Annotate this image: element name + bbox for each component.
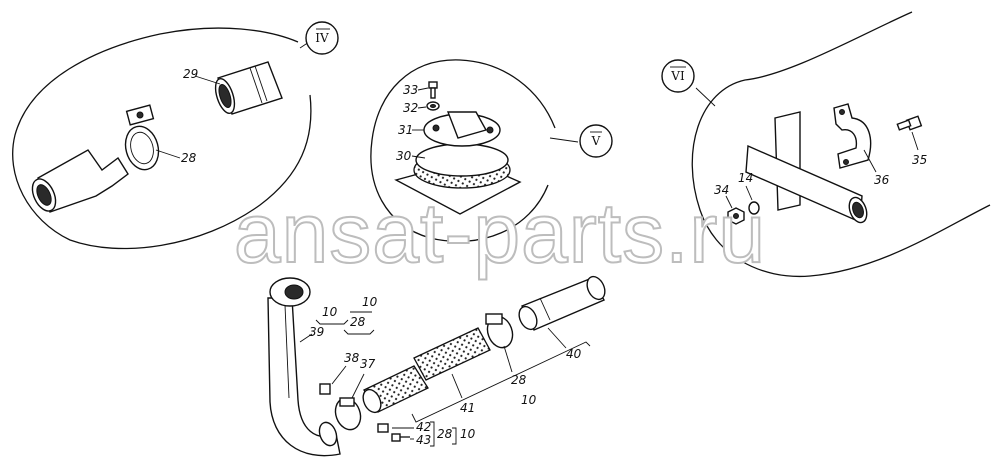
callout-40: 40 [566,347,582,361]
part-38-nut [319,383,331,395]
callout-10d: 10 [460,427,476,441]
leader-39 [299,333,313,343]
part-39-bent-pipe [267,277,341,457]
callout-31: 31 [398,123,413,137]
callout-10b: 10 [362,295,378,309]
leader-35 [911,131,919,151]
part-43-bolt [391,433,410,442]
view-vi-label: VI [670,69,685,83]
bracket-10c [411,341,591,423]
bracket-42-43 [430,421,435,447]
leader-34 [725,195,733,209]
detail-v-leader [549,137,579,143]
view-iv-label: IV [315,31,329,45]
part-31-cap [423,111,501,147]
leader-29 [194,75,221,85]
callout-43: 43 [416,433,431,447]
callout-28a: 28 [181,151,197,165]
leader-30 [411,155,426,159]
detail-v: V 30 31 32 33 [370,59,613,242]
view-v-label: V [591,134,601,148]
bracket-10a [315,319,349,325]
main-assembly: 39 10 10 28 38 37 41 [267,275,606,457]
part-40-sleeve [518,275,606,331]
callout-33: 33 [403,83,418,97]
part-37-clamp [334,397,362,431]
view-v-marker [579,124,613,158]
leader-28a [155,149,181,159]
leader-14 [745,185,753,201]
callout-30: 30 [396,149,412,163]
part-14-washer [748,201,760,215]
callout-29: 29 [183,67,198,81]
part-41-hose [362,327,491,414]
view-iv-marker [305,21,339,55]
callout-35: 35 [912,153,927,167]
bracket-28d [452,427,457,445]
part-33-screw [428,81,438,99]
callout-28c: 28 [511,373,527,387]
part-28-hose-clamp [485,313,514,349]
part-34-nut [727,207,745,225]
detail-vi: VI 36 35 34 [661,11,991,278]
leader-33 [417,87,429,91]
callout-38: 38 [344,351,360,365]
part-32-washer [426,101,440,111]
part-29-sleeve [214,61,283,115]
view-vi-marker [661,59,695,93]
leader-28c [503,345,513,373]
detail-vi-outline [691,11,991,278]
part-35-bolt [896,115,923,131]
detail-iv-outline [12,27,312,250]
leader-37 [351,373,365,399]
leader-38 [331,365,347,385]
leader-40 [547,327,567,349]
callout-32: 32 [403,101,418,115]
callout-28d: 28 [437,427,453,441]
part-42-clip [377,423,389,433]
watermark: ansat-parts.ru [234,186,766,280]
callout-39: 39 [309,325,324,339]
callout-28b: 28 [350,315,366,329]
leader-32 [417,106,427,109]
callout-37: 37 [360,357,376,371]
pipe-end-iv [31,149,129,213]
detail-v-outline [370,59,556,242]
part-28-clamp [124,104,160,171]
callout-10c: 10 [521,393,537,407]
callout-42: 42 [416,420,431,434]
bracket-28b [343,329,375,335]
callout-41: 41 [460,401,475,415]
callout-34: 34 [714,183,729,197]
leader-36 [863,149,877,173]
callout-10a: 10 [322,305,338,319]
detail-iv: IV 29 28 [12,21,339,250]
callout-14: 14 [738,171,753,185]
part-30-mount [394,143,522,215]
leader-41 [451,373,463,399]
bracket-vi [745,111,868,224]
part-36-u-clamp [833,103,872,169]
detail-vi-leader [695,87,716,107]
callout-36: 36 [874,173,890,187]
